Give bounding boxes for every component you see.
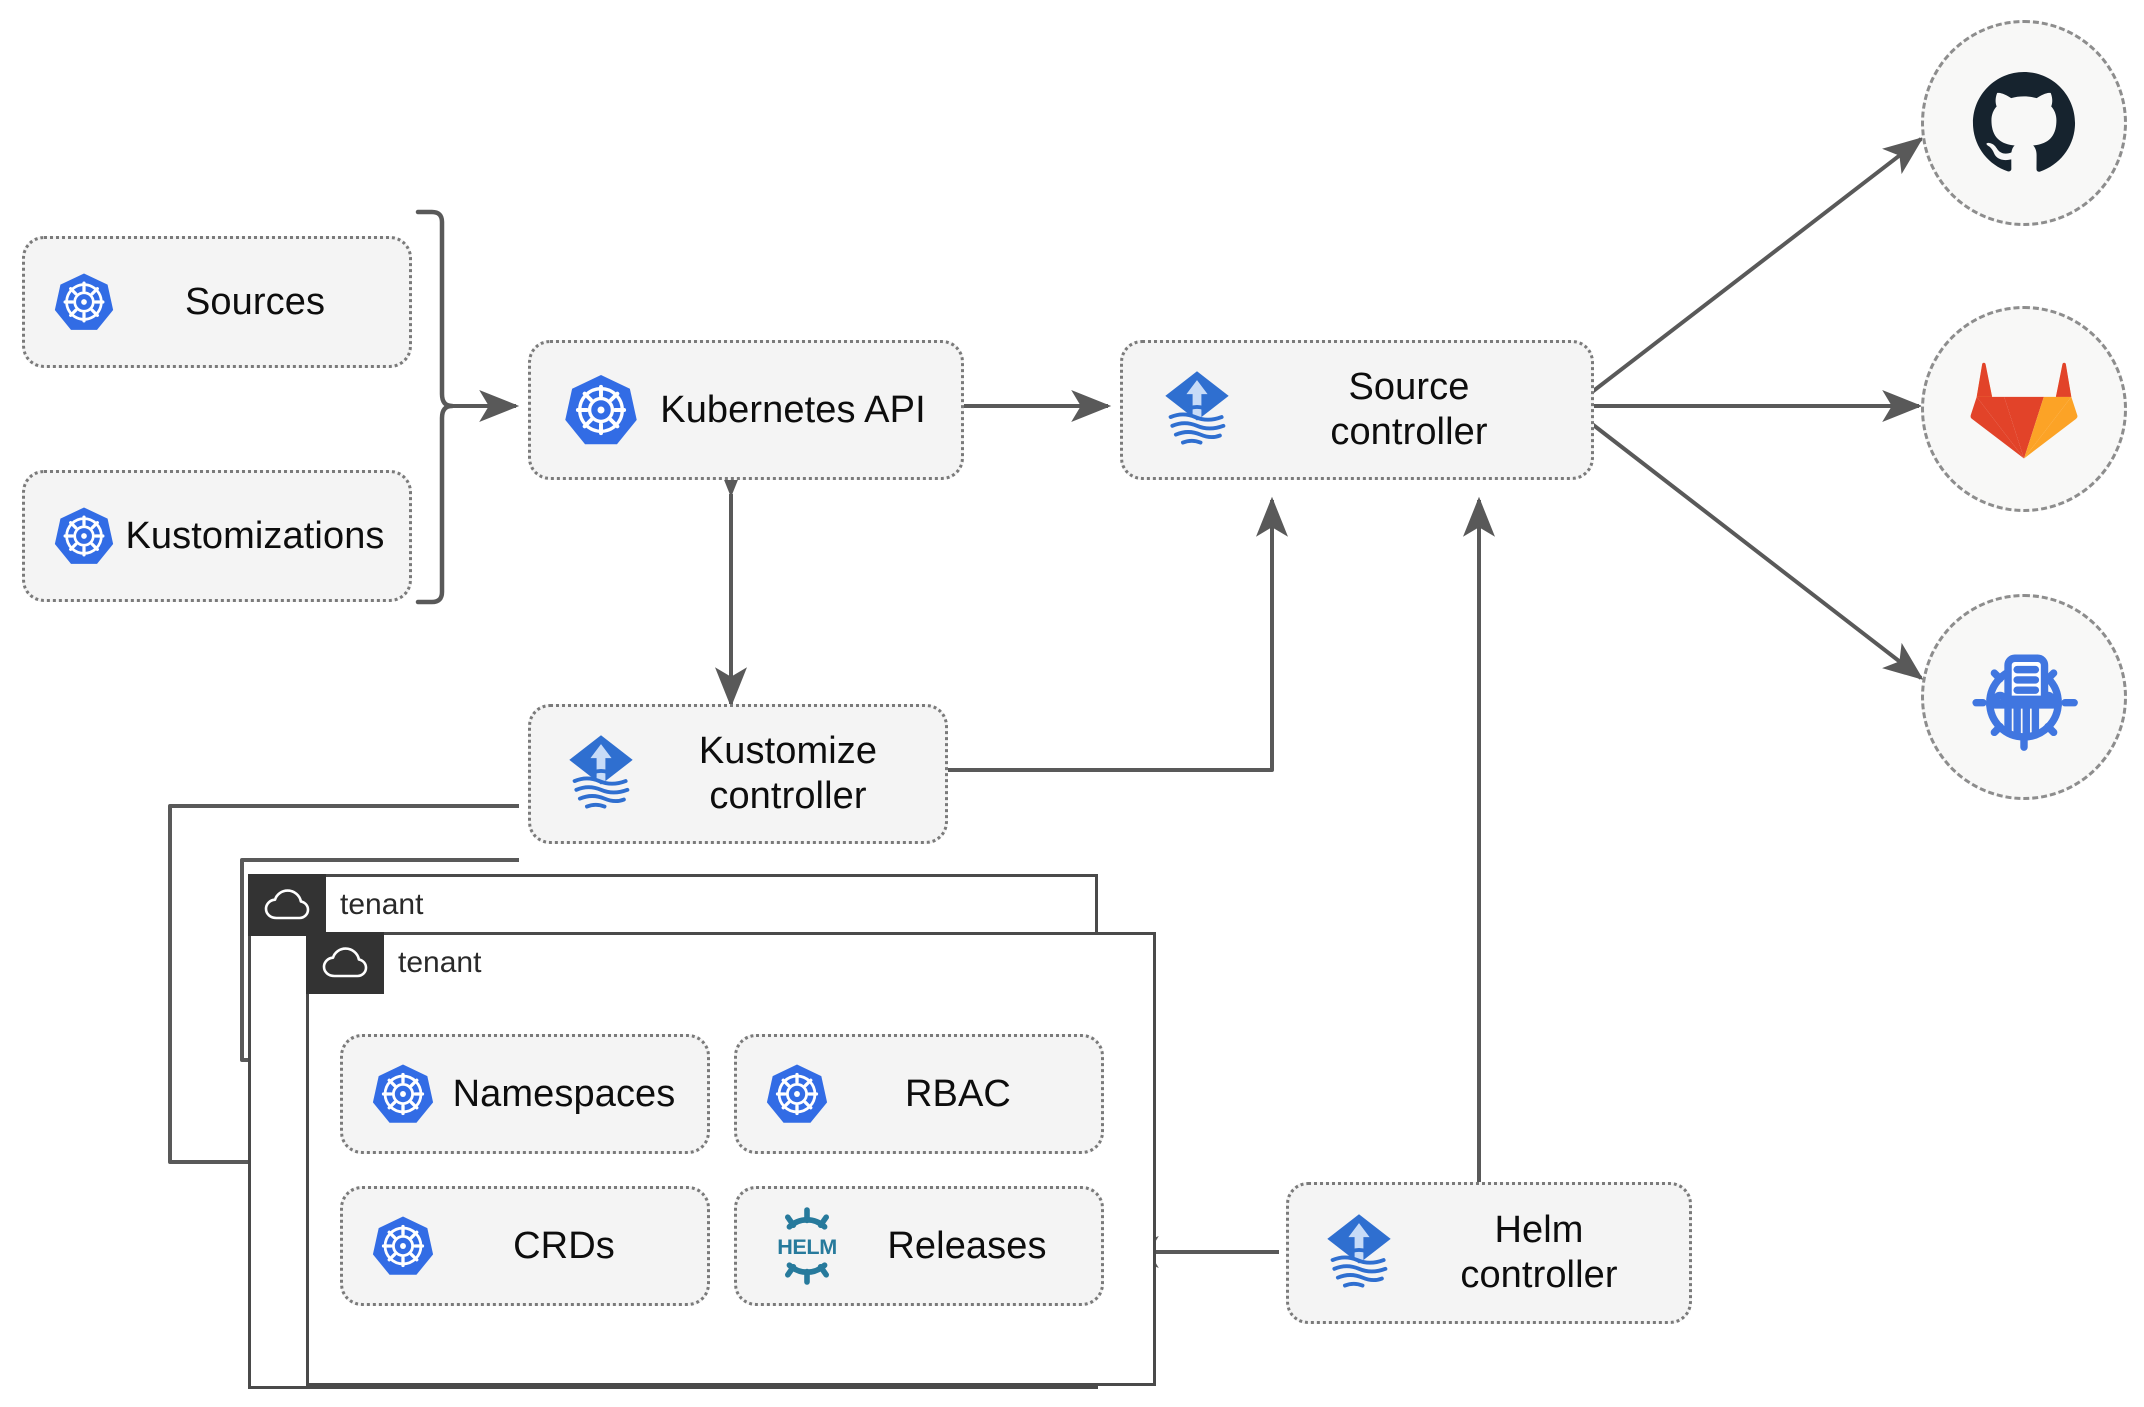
tenant-container-front: tenant (306, 932, 1156, 1386)
kubernetes-icon (53, 505, 115, 567)
node-label: RBAC (905, 1072, 1011, 1115)
tenant-label-front: tenant (398, 946, 482, 979)
helm-icon: HELM (767, 1206, 847, 1286)
flux-icon (557, 730, 645, 818)
cloud-icon (322, 947, 368, 978)
kubernetes-icon (371, 1062, 435, 1126)
kubernetes-icon (765, 1062, 829, 1126)
node-releases[interactable]: HELM Releases (734, 1186, 1104, 1306)
node-helm-controller[interactable]: Helm controller (1286, 1182, 1692, 1324)
node-kustomizations[interactable]: Kustomizations (22, 470, 412, 602)
edge-source-helm (1590, 422, 1924, 680)
node-kubernetes-api[interactable]: Kubernetes API (528, 340, 964, 480)
node-sources[interactable]: Sources (22, 236, 412, 368)
node-label: Namespaces (452, 1072, 676, 1115)
node-label: Releases (887, 1224, 1047, 1267)
node-label: Source controller (1330, 366, 1488, 453)
kubernetes-icon (371, 1214, 435, 1278)
flux-icon (1153, 366, 1241, 454)
node-label: Kustomizations (125, 514, 385, 557)
provider-helm-registry[interactable] (1921, 594, 2127, 800)
node-crds[interactable]: CRDs (340, 1186, 710, 1306)
tenant-tab-front (306, 932, 384, 994)
node-rbac[interactable]: RBAC (734, 1034, 1104, 1154)
edge-source-github (1590, 137, 1924, 394)
github-icon (1972, 71, 2076, 172)
node-label: Sources (184, 280, 326, 323)
node-label: Helm controller (1460, 1209, 1618, 1296)
edge-bracket (415, 209, 455, 605)
node-label: Kubernetes API (660, 388, 926, 431)
node-label: Kustomize controller (698, 730, 878, 817)
gitlab-icon (1970, 362, 2078, 459)
node-namespaces[interactable]: Namespaces (340, 1034, 710, 1154)
cloud-icon (264, 889, 310, 920)
svg-text:HELM: HELM (777, 1234, 837, 1259)
tenant-label-back: tenant (340, 888, 424, 921)
node-kustomize-controller[interactable]: Kustomize controller (528, 704, 948, 844)
tenant-tab-back (248, 874, 326, 936)
node-source-controller[interactable]: Source controller (1120, 340, 1594, 480)
edge-kustomize-source (944, 496, 1288, 772)
kubernetes-icon (563, 372, 639, 448)
provider-gitlab[interactable] (1921, 306, 2127, 512)
node-label: CRDs (513, 1224, 615, 1267)
flux-icon (1315, 1209, 1403, 1297)
kubernetes-icon (53, 271, 115, 333)
helm-icon (1972, 654, 2078, 751)
provider-github[interactable] (1921, 20, 2127, 226)
